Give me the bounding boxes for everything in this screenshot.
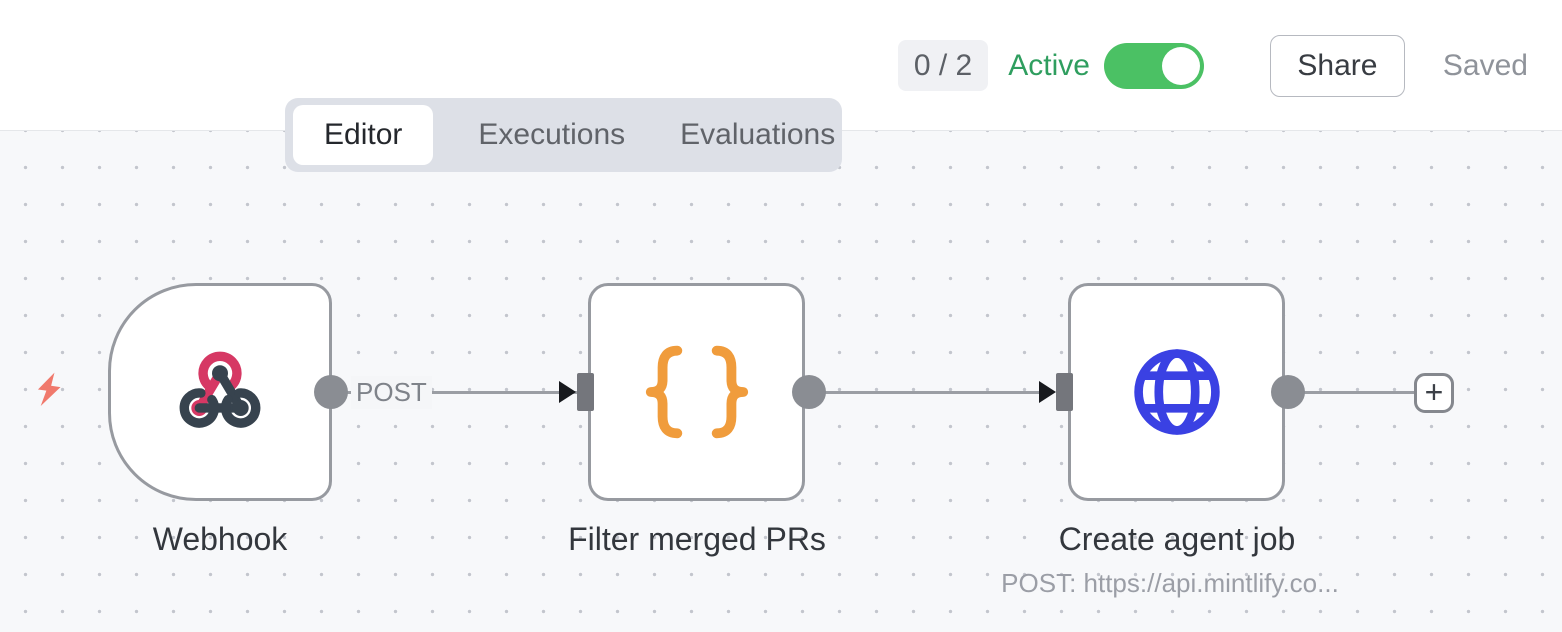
workflow-canvas[interactable]: POST xyxy=(0,131,1562,632)
tab-executions[interactable]: Executions xyxy=(478,118,626,151)
curly-braces-icon xyxy=(645,345,748,439)
node-subtitle-create-agent-job: POST: https://api.mintlify.co... xyxy=(1001,568,1339,598)
webhook-output-handle[interactable] xyxy=(314,375,348,409)
webhook-icon xyxy=(179,351,261,428)
connection-webhook-to-filter[interactable] xyxy=(332,391,578,394)
http-input-arrow-icon xyxy=(1039,381,1056,403)
share-button[interactable]: Share xyxy=(1269,34,1405,97)
http-output-handle[interactable] xyxy=(1271,375,1305,409)
node-title-filter: Filter merged PRs xyxy=(568,521,826,557)
active-label: Active xyxy=(1008,48,1090,82)
tab-evaluations[interactable]: Evaluations xyxy=(680,118,836,151)
filter-input-handle[interactable] xyxy=(577,373,594,411)
active-toggle[interactable] xyxy=(1103,42,1204,89)
connection-post-label: POST xyxy=(351,376,432,409)
http-input-handle[interactable] xyxy=(1056,373,1073,411)
globe-icon xyxy=(1133,349,1220,435)
node-filter-merged-prs[interactable] xyxy=(588,283,805,501)
toggle-knob xyxy=(1161,46,1200,85)
node-title-create-agent-job: Create agent job xyxy=(1058,521,1296,557)
tab-editor[interactable]: Editor xyxy=(293,105,434,165)
add-node-button[interactable]: + xyxy=(1414,373,1454,413)
node-title-webhook: Webhook xyxy=(152,521,288,557)
connection-http-to-add[interactable] xyxy=(1290,391,1416,394)
filter-output-handle[interactable] xyxy=(792,375,826,409)
lightning-bolt-icon xyxy=(36,371,62,414)
connection-filter-to-http[interactable] xyxy=(810,391,1042,394)
filter-input-arrow-icon xyxy=(559,381,576,403)
execution-counter-badge: 0 / 2 xyxy=(897,40,989,91)
top-bar-actions: 0 / 2 Active Share Saved xyxy=(897,0,1528,131)
view-tabbar: Editor Executions Evaluations xyxy=(285,98,842,172)
node-webhook[interactable] xyxy=(108,283,332,501)
node-create-agent-job[interactable] xyxy=(1068,283,1285,501)
saved-status: Saved xyxy=(1442,48,1528,82)
